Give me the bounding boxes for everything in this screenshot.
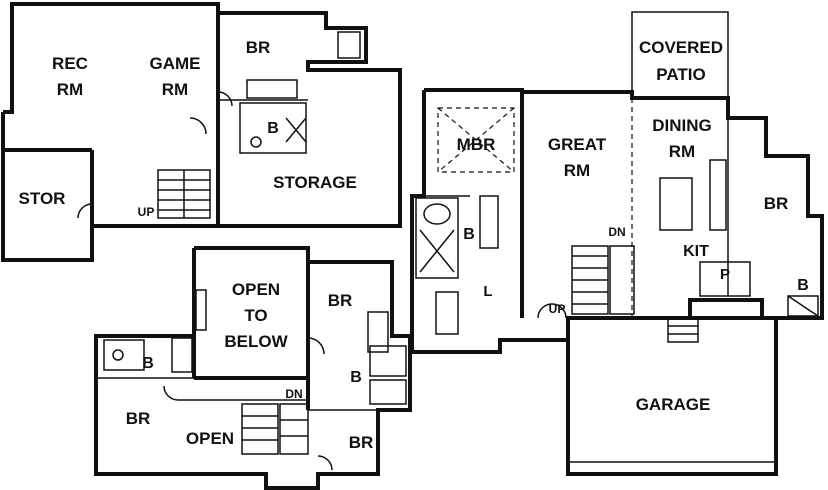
stor-label: STOR bbox=[19, 189, 66, 208]
game-door-swing bbox=[189, 117, 207, 135]
side-bath-tub-x bbox=[787, 295, 819, 317]
great-rm-label-2: RM bbox=[564, 161, 590, 180]
upper-closet bbox=[367, 311, 389, 353]
main-up-label: UP bbox=[549, 302, 566, 316]
stor-door-swing bbox=[77, 203, 93, 219]
lower-level-plan: REC RM GAME RM BR B STOR STORAGE UP bbox=[1, 2, 402, 262]
entry-door-swing-2 bbox=[551, 303, 567, 319]
garage-step bbox=[667, 317, 699, 343]
master-vanity bbox=[479, 195, 499, 249]
kitchen-island bbox=[659, 177, 693, 231]
lower-bath-label: B bbox=[267, 120, 279, 137]
mbr-ceiling-detail bbox=[437, 107, 515, 173]
upper-left-tub bbox=[171, 337, 193, 373]
game-rm-label-1: GAME bbox=[150, 54, 201, 73]
open-below-label-2: TO bbox=[244, 306, 267, 325]
upper-stair bbox=[241, 403, 309, 455]
upper-left-toilet bbox=[112, 349, 124, 361]
main-dn-label: DN bbox=[608, 225, 625, 239]
upper-open-label: OPEN bbox=[186, 429, 234, 448]
main-stair bbox=[571, 245, 635, 315]
master-bath-label: B bbox=[463, 226, 475, 243]
lower-level-outer-wall bbox=[1, 2, 402, 262]
storage-label: STORAGE bbox=[273, 173, 357, 192]
dining-rm-label-2: RM bbox=[669, 142, 695, 161]
lower-closet bbox=[246, 79, 298, 99]
master-tub bbox=[415, 197, 459, 279]
upper-bath-left-label: B bbox=[142, 355, 154, 372]
lower-fireplace bbox=[337, 31, 361, 59]
upper-level-plan: OPEN TO BELOW BR BR BR B B OPEN DN bbox=[94, 246, 412, 490]
upper-right-vanity bbox=[369, 379, 407, 405]
great-rm-label-1: GREAT bbox=[548, 135, 607, 154]
covered-patio-label-1: COVERED bbox=[639, 38, 723, 57]
upper-br-left-label: BR bbox=[126, 409, 151, 428]
game-rm-label-2: RM bbox=[162, 80, 188, 99]
kit-label: KIT bbox=[683, 243, 709, 260]
lower-shower-x2 bbox=[285, 117, 307, 143]
open-below-label-3: BELOW bbox=[224, 332, 288, 351]
rec-rm-label-2: RM bbox=[57, 80, 83, 99]
kitchen-pantry bbox=[699, 261, 751, 297]
upper-bottom-br-door bbox=[317, 455, 333, 471]
lower-stair bbox=[157, 169, 211, 219]
lower-br-door bbox=[217, 91, 233, 107]
upper-level-outer-wall bbox=[94, 246, 412, 490]
garage-outline bbox=[566, 316, 778, 476]
pantry-label: P bbox=[720, 266, 730, 283]
rec-rm-label-1: REC bbox=[52, 54, 88, 73]
upper-br-door bbox=[307, 337, 325, 355]
main-br-label: BR bbox=[764, 194, 789, 213]
dining-rm-label-1: DINING bbox=[652, 116, 712, 135]
upper-br-bottom-label: BR bbox=[349, 433, 374, 452]
main-level-plan: COVERED PATIO MBR GREAT RM DINING RM BR … bbox=[410, 11, 824, 476]
kitchen-counter bbox=[709, 159, 727, 231]
mbr-label: MBR bbox=[457, 135, 496, 154]
open-below-label-1: OPEN bbox=[232, 280, 280, 299]
upper-br-top-label: BR bbox=[328, 291, 353, 310]
lower-up-label: UP bbox=[138, 205, 155, 219]
upper-left-br-door bbox=[163, 385, 179, 401]
lower-br-label: BR bbox=[246, 38, 271, 57]
laundry-label: L bbox=[483, 283, 492, 300]
covered-patio-label-2: PATIO bbox=[656, 65, 705, 84]
entry-door-swing-1 bbox=[537, 303, 553, 319]
open-below-railing bbox=[195, 289, 207, 331]
lower-bath-outline bbox=[239, 102, 307, 154]
upper-left-vanity bbox=[103, 339, 145, 371]
garage-label: GARAGE bbox=[636, 395, 711, 414]
main-level-outer-wall bbox=[410, 88, 824, 354]
master-closet-shelf bbox=[435, 291, 459, 335]
upper-dn-label: DN bbox=[285, 387, 302, 401]
side-bath-label: B bbox=[797, 277, 809, 294]
lower-toilet bbox=[250, 136, 262, 148]
upper-bath-right-label: B bbox=[350, 369, 362, 386]
side-bath-tub bbox=[787, 295, 819, 317]
